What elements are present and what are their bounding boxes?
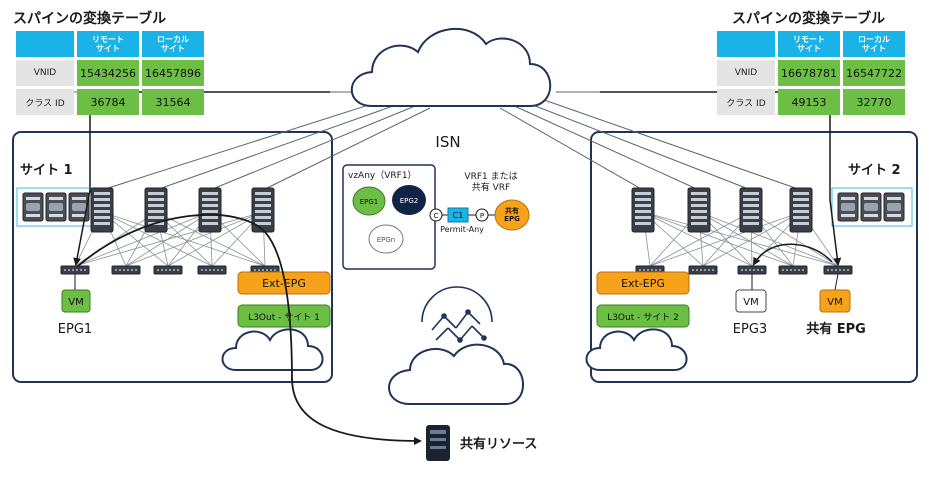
table-row: VNID 16678781 16547722 xyxy=(717,60,905,86)
central-external-cloud xyxy=(388,343,524,405)
site1-l3out-label: L3Out - サイト 1 xyxy=(248,312,320,323)
site1-apic-3 xyxy=(68,192,90,222)
table-header-row: リモートサイト ローカルサイト xyxy=(717,31,905,57)
site2-vm-epg3-label: VM xyxy=(743,297,758,308)
site2-l3out-label: L3Out - サイト 2 xyxy=(607,312,679,323)
vzany-consumer-label: C xyxy=(434,212,439,220)
site1-leaf-2 xyxy=(111,265,141,275)
site1-spine-3 xyxy=(198,187,222,233)
vzany-consumer-port xyxy=(429,208,443,222)
site2-spine-3 xyxy=(739,187,763,233)
site2-spine-1 xyxy=(631,187,655,233)
table-header-row: リモートサイト ローカルサイト xyxy=(16,31,204,57)
vzany-provider-label: P xyxy=(480,212,484,220)
vzany-vrf-label: VRF1 または共有 VRF xyxy=(464,171,517,193)
shared-resource-label: 共有リソース xyxy=(460,436,537,452)
site1-ext-epg-label: Ext-EPG xyxy=(262,277,306,290)
left-table-title: スパインの変換テーブル xyxy=(13,11,167,27)
site1-l3out xyxy=(237,304,331,328)
row-label-vnid: VNID xyxy=(717,60,775,86)
cell-local-class-id: 32770 xyxy=(843,89,905,115)
cell-remote-class-id: 36784 xyxy=(77,89,139,115)
site1-apic-1 xyxy=(22,192,44,222)
vzany-title: vzAny（VRF1） xyxy=(348,170,417,181)
row-label-vnid: VNID xyxy=(16,60,74,86)
header-local-site: ローカルサイト xyxy=(843,31,905,57)
left-translation-table: リモートサイト ローカルサイト VNID 15434256 16457896 ク… xyxy=(13,28,207,118)
site1-spine-1 xyxy=(90,187,114,233)
site2-epg3-arrow xyxy=(753,243,833,266)
table-row: VNID 15434256 16457896 xyxy=(16,60,204,86)
site2-spine-4 xyxy=(789,187,813,233)
site1-leaf-4 xyxy=(197,265,227,275)
cell-local-vnid: 16457896 xyxy=(142,60,204,86)
vzany-permit-label: Permit-Any xyxy=(440,225,484,234)
site2-fabric-links xyxy=(642,211,839,267)
right-table-title: スパインの変換テーブル xyxy=(732,11,886,27)
site2-apic-3 xyxy=(883,192,905,222)
shared-resource-server-icon xyxy=(426,425,450,461)
vzany-epg1 xyxy=(352,186,386,216)
vzany-contract-label: C1 xyxy=(453,211,464,220)
site1-flow-arrow xyxy=(73,91,330,266)
site1-apic-2 xyxy=(45,192,67,222)
fabric-orchestrator-icon xyxy=(421,286,493,343)
site2-vm-shared-link xyxy=(834,273,839,291)
site2-vm-shared xyxy=(819,289,851,313)
vzany-epg1-label: EPG1 xyxy=(360,198,379,206)
vzany-epgn xyxy=(368,224,404,254)
site2-leaf-3 xyxy=(737,265,767,275)
header-remote-site: リモートサイト xyxy=(77,31,139,57)
vzany-contract-c1 xyxy=(447,207,469,223)
cell-remote-class-id: 49153 xyxy=(778,89,840,115)
isn-label: ISN xyxy=(435,133,460,151)
vzany-epg2 xyxy=(392,185,426,215)
table-row: クラス ID 36784 31564 xyxy=(16,89,204,115)
row-label-class-id: クラス ID xyxy=(16,89,74,115)
cell-remote-vnid: 16678781 xyxy=(778,60,840,86)
header-remote-site: リモートサイト xyxy=(778,31,840,57)
site2-apic-1 xyxy=(837,192,859,222)
site2-apic-cluster xyxy=(831,187,913,227)
site2-ext-epg xyxy=(596,271,690,295)
row-label-class-id: クラス ID xyxy=(717,89,775,115)
table-corner-cell xyxy=(16,31,74,57)
site2-shared-epg-label: 共有 EPG xyxy=(806,321,866,337)
site2-ext-epg-label: Ext-EPG xyxy=(621,277,665,290)
site2-leaf-4 xyxy=(778,265,808,275)
site1-leaf-3 xyxy=(153,265,183,275)
vzany-epgn-label: EPGn xyxy=(377,236,396,244)
to-shared-resource-arrow xyxy=(291,377,422,445)
right-translation-table: リモートサイト ローカルサイト VNID 16678781 16547722 ク… xyxy=(714,28,908,118)
site1-leaf-1 xyxy=(60,265,90,275)
site2-flow-arrow xyxy=(600,91,842,266)
isn-cloud xyxy=(350,27,552,107)
site1-vm-label: VM xyxy=(68,297,83,308)
site2-vm-shared-label: VM xyxy=(827,297,842,308)
site2-spine-2 xyxy=(687,187,711,233)
site2-title: サイト 2 xyxy=(848,163,901,178)
site1-to-external-arrow xyxy=(77,213,293,381)
table-corner-cell xyxy=(717,31,775,57)
site1-title: サイト 1 xyxy=(20,163,73,178)
cell-local-class-id: 31564 xyxy=(142,89,204,115)
site2-epg3-label: EPG3 xyxy=(733,322,767,337)
vzany-provider-port xyxy=(475,208,489,222)
site2-leaf-5 xyxy=(823,265,853,275)
site1-epg1-label: EPG1 xyxy=(58,322,92,337)
vzany-epg2-label: EPG2 xyxy=(400,197,419,205)
header-local-site: ローカルサイト xyxy=(142,31,204,57)
site2-leaf-2 xyxy=(688,265,718,275)
site2-apic-2 xyxy=(860,192,882,222)
site2-vm-epg3 xyxy=(735,289,767,313)
cell-remote-vnid: 15434256 xyxy=(77,60,139,86)
site2-l3out xyxy=(596,304,690,328)
cell-local-vnid: 16547722 xyxy=(843,60,905,86)
site1-vm xyxy=(61,289,91,313)
vzany-shared-epg xyxy=(494,199,530,231)
table-row: クラス ID 49153 32770 xyxy=(717,89,905,115)
site1-ext-epg xyxy=(237,271,331,295)
